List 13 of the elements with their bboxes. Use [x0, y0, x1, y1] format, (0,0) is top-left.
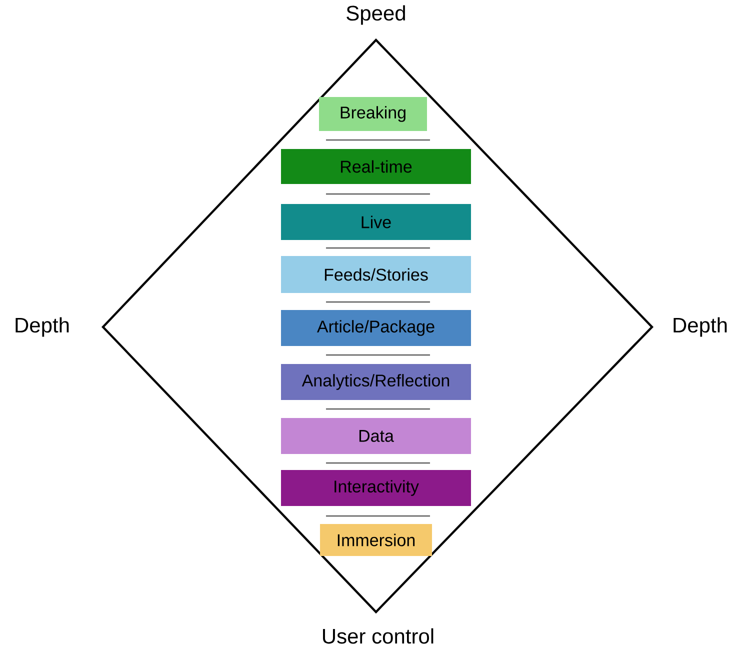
category-box: Analytics/Reflection — [281, 364, 471, 400]
axis-label: Depth — [16, 317, 69, 337]
category-box: Interactivity — [281, 470, 471, 506]
axis-label: Depth — [674, 317, 727, 337]
axis-label: User control — [323, 628, 434, 644]
category-box: Real-time — [281, 149, 471, 184]
category-box: Breaking — [319, 97, 427, 131]
category-box: Article/Package — [281, 310, 471, 346]
category-box: Feeds/Stories — [281, 256, 471, 293]
axis-label: Speed — [346, 5, 405, 25]
category-box: Live — [281, 204, 471, 240]
category-box: Data — [281, 418, 471, 454]
category-box: Immersion — [320, 524, 432, 556]
